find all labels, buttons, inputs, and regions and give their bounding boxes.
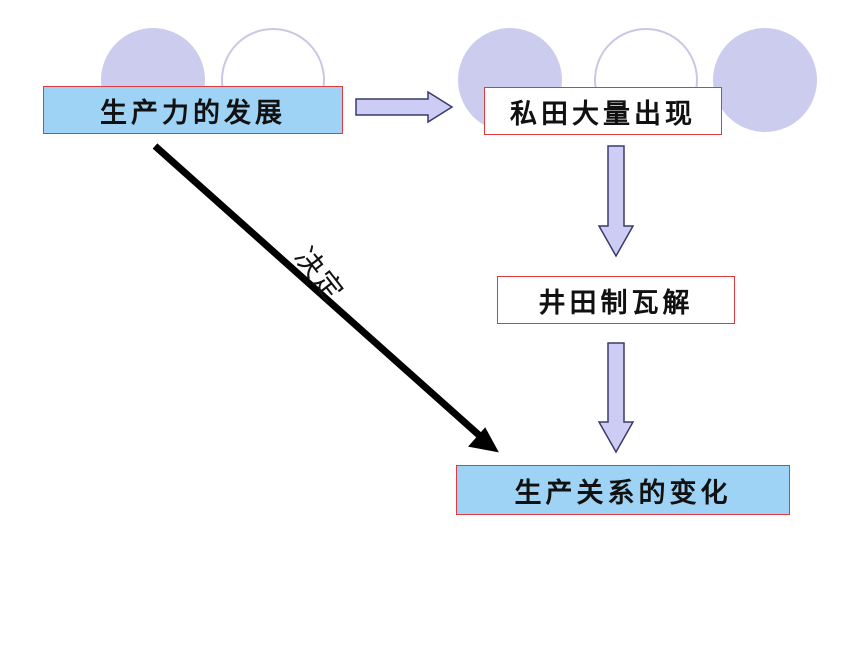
decorative-circle <box>713 28 817 132</box>
node-well-field-collapse: 井田制瓦解 <box>497 276 735 324</box>
right-block-arrow <box>355 90 454 124</box>
down-block-arrow-2 <box>597 342 635 454</box>
determines-arrow-shaft <box>152 143 483 439</box>
node-productivity: 生产力的发展 <box>43 86 343 134</box>
down-block-arrow-1 <box>597 145 635 258</box>
node-production-relations: 生产关系的变化 <box>456 465 790 515</box>
determines-arrowhead <box>468 427 499 453</box>
node-private-fields: 私田大量出现 <box>484 87 722 135</box>
